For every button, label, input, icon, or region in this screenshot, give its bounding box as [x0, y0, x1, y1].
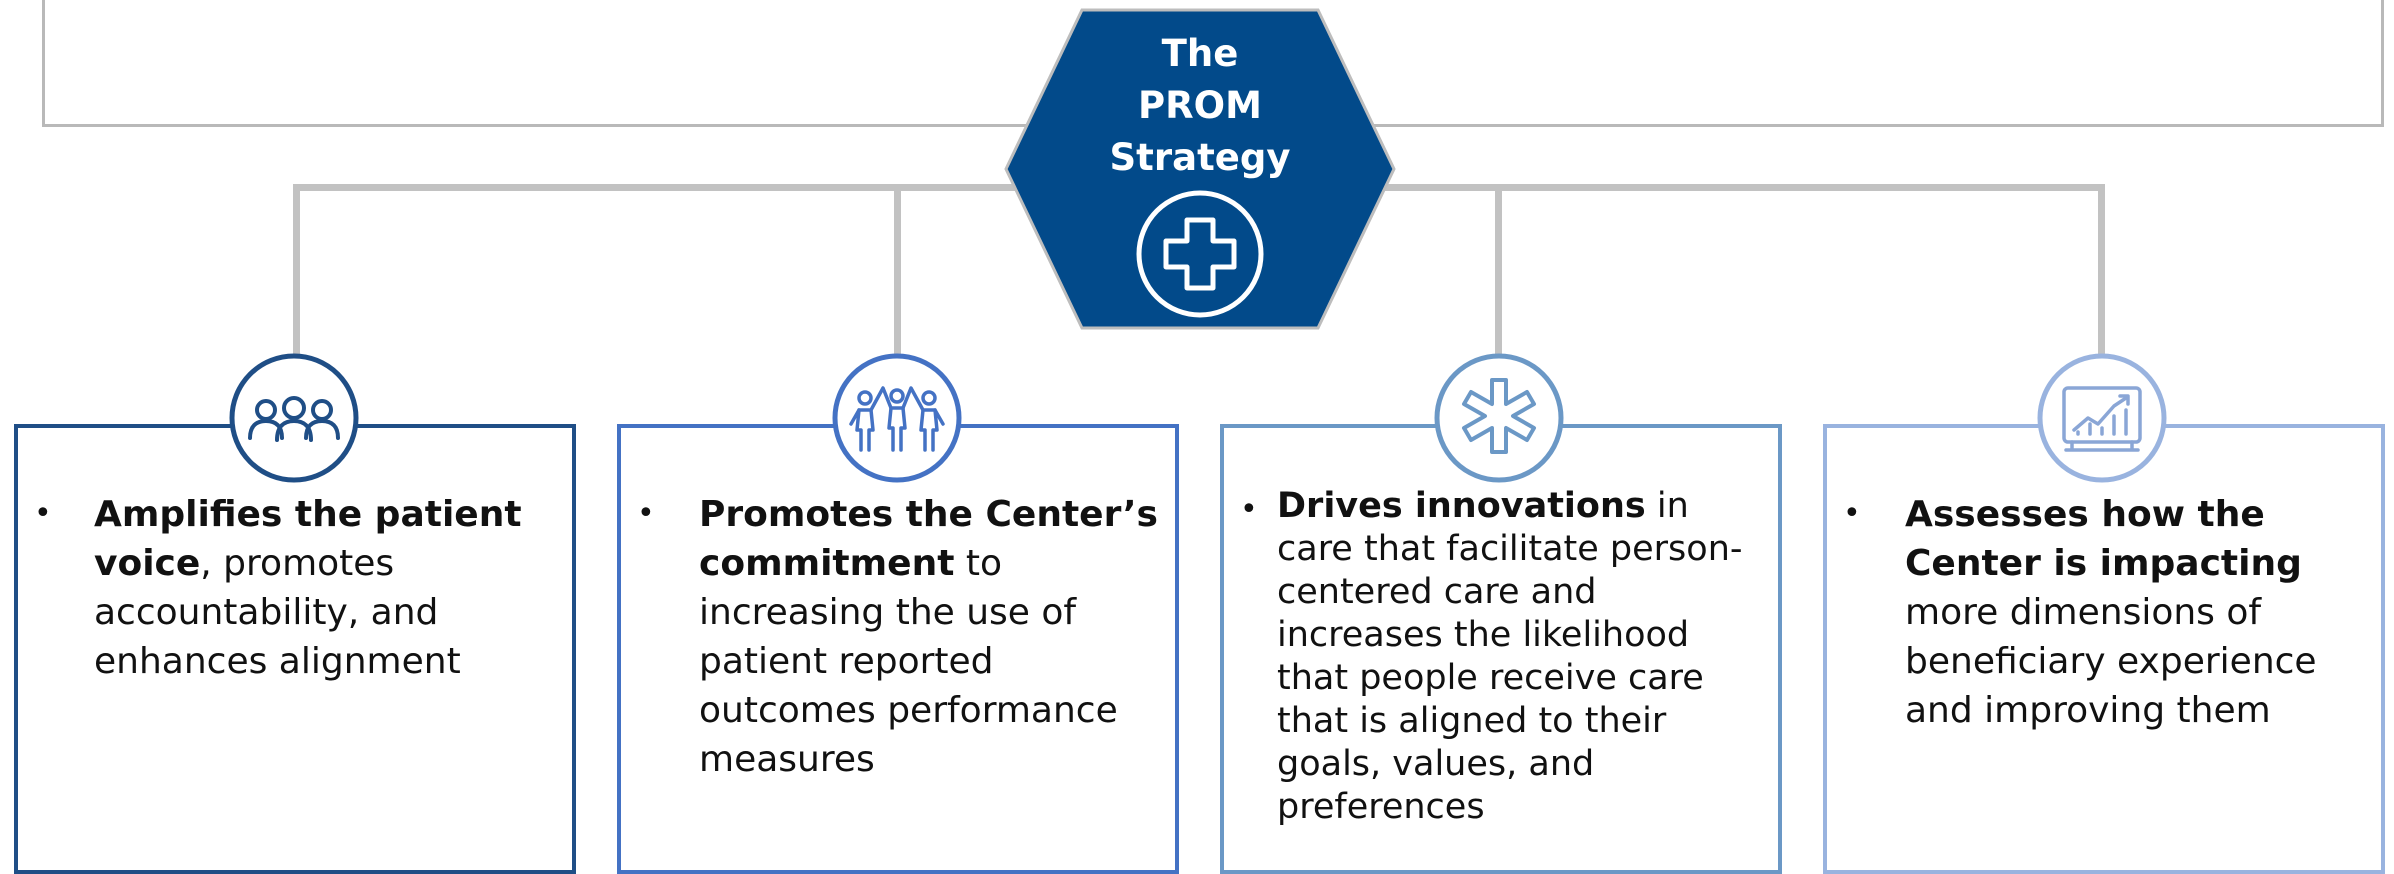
- card-1-body-text: , promotes accountability, and enhances …: [94, 543, 461, 682]
- card-4-text: Assesses how the Center is impacting mor…: [1905, 490, 2385, 735]
- connector-drop-2: [894, 184, 901, 356]
- card-drives-innovations: [1220, 424, 1782, 874]
- plus-cross-icon: [1136, 190, 1264, 318]
- connector-drop-4: [2098, 184, 2105, 356]
- card-4-body-text: more dimensions of beneficiary experienc…: [1905, 592, 2317, 731]
- card-2-body-text: to increasing the use of patient reporte…: [699, 543, 1118, 780]
- card-1-bold-text: Amplifies the patient voice: [94, 494, 522, 584]
- chart-monitor-icon: [2037, 353, 2167, 483]
- card-4-bold-text: Assesses how the Center is impacting: [1905, 494, 2302, 584]
- people-celebrating-icon: [832, 353, 962, 483]
- card-3-text: Drives innovations in care that facilita…: [1277, 485, 1767, 829]
- card-4-bullet: •: [1843, 496, 1861, 531]
- center-title-line-1: The: [1161, 32, 1239, 75]
- card-1-bullet: •: [34, 496, 52, 531]
- group-of-people-icon: [229, 353, 359, 483]
- medical-star-icon: [1434, 353, 1564, 483]
- card-2-bullet: •: [637, 496, 655, 531]
- center-title-line-3: Strategy: [1109, 136, 1291, 179]
- card-3-bold-text: Drives innovations: [1277, 486, 1646, 526]
- card-1-text: Amplifies the patient voice, promotes ac…: [94, 490, 554, 686]
- card-2-bold-text: Promotes the Center’s commitment: [699, 494, 1158, 584]
- card-3-bullet: •: [1240, 492, 1258, 527]
- center-title-line-2: PROM: [1138, 84, 1262, 127]
- center-title: The PROM Strategy: [1040, 28, 1360, 184]
- connector-drop-3: [1495, 184, 1502, 356]
- prom-strategy-hexagon: [1004, 8, 1396, 330]
- card-3-body-text: in care that facilitate person-centered …: [1277, 486, 1743, 827]
- card-2-text: Promotes the Center’s commitment to incr…: [699, 490, 1159, 784]
- card-amplifies-patient-voice: [14, 424, 576, 874]
- connector-drop-1: [293, 184, 300, 356]
